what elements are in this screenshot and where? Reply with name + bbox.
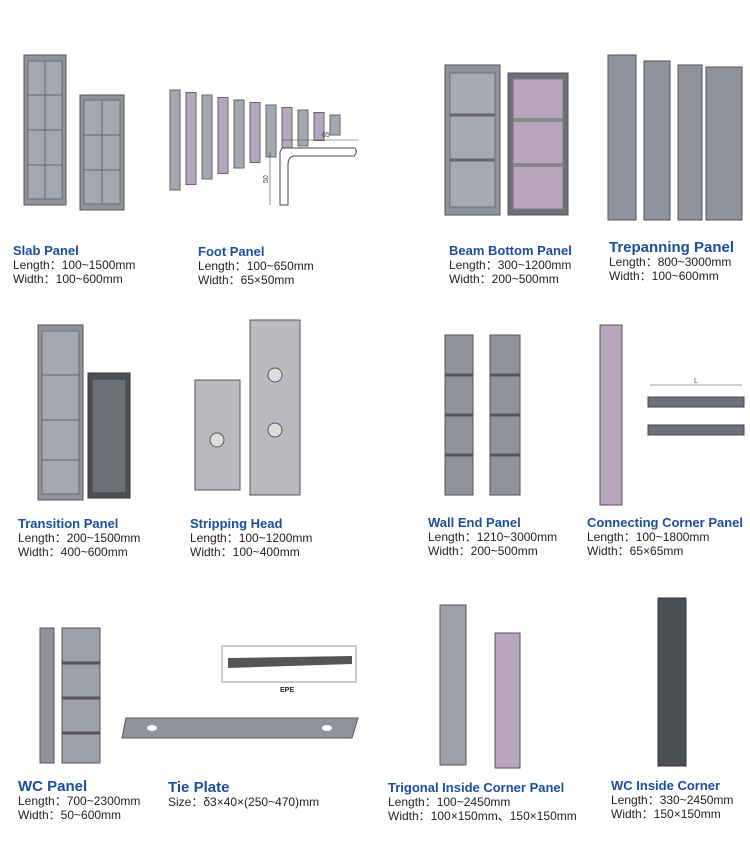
product-spec-line: Width：65×65mm: [587, 544, 684, 558]
foot-panel-image: 65 50: [169, 89, 358, 206]
foot-panel-piece: [217, 97, 229, 174]
foot-panel-piece: [329, 114, 341, 136]
product-spec-line: Width：100×150mm、150×150mm: [388, 809, 577, 823]
trepanning-panel-image: [607, 54, 743, 221]
trigonal-inside-corner-panel-image: [439, 604, 521, 769]
transition-panel-image: [37, 324, 131, 501]
foot-panel-piece: [201, 94, 213, 180]
product-spec-line: Length：800~3000mm: [609, 255, 732, 269]
product-spec-line: Length：700~2300mm: [18, 794, 141, 808]
product-title: Connecting Corner Panel: [587, 515, 744, 530]
product-spec-line: Length：100~2450mm: [388, 795, 511, 809]
wc-inside-corner-image: [657, 597, 687, 767]
product-spec-line: Length：1210~3000mm: [428, 530, 558, 544]
product-spec-line: Width：100~400mm: [190, 545, 300, 559]
product-spec-line: Width：100~600mm: [609, 269, 719, 283]
product-spec-line: Length：100~650mm: [198, 259, 314, 273]
product-title: Tie Plate: [168, 779, 230, 796]
product-spec-line: Width：200~500mm: [428, 544, 538, 558]
product-title: Stripping Head: [190, 516, 283, 531]
foot-panel-piece: [185, 92, 197, 185]
foot-panel-piece: [233, 99, 245, 169]
product-spec-line: Length：200~1500mm: [18, 531, 141, 545]
foot-panel-piece: [281, 107, 293, 152]
svg-text:50: 50: [263, 175, 270, 183]
foot-panel-piece: [249, 102, 261, 163]
product-spec-line: Width：100~600mm: [13, 272, 123, 286]
product-spec-line: Length：100~1500mm: [13, 258, 136, 272]
wall-end-panel-image: [444, 334, 521, 496]
connecting-corner-panel-image: L: [599, 324, 745, 506]
product-title: Trepanning Panel: [609, 239, 735, 256]
svg-text:L: L: [694, 378, 698, 385]
product-title: Wall End Panel: [428, 515, 521, 530]
product-title: Trigonal Inside Corner Panel: [388, 780, 565, 795]
stripping-head-image: [194, 319, 301, 496]
product-title: Beam Bottom Panel: [449, 243, 572, 258]
product-title: WC Inside Corner: [611, 778, 721, 793]
product-spec-line: Width：200~500mm: [449, 272, 559, 286]
product-title: Transition Panel: [18, 516, 119, 531]
svg-text:65: 65: [322, 132, 330, 139]
product-spec-line: Width：65×50mm: [198, 273, 295, 287]
product-title: Slab Panel: [13, 243, 79, 258]
product-title: Foot Panel: [198, 244, 265, 259]
foot-panel-piece: [297, 109, 309, 147]
tie-plate-image: EPE: [121, 645, 359, 739]
beam-bottom-panel-image: [444, 64, 569, 216]
product-title: WC Panel: [18, 778, 88, 795]
product-spec-line: Width：400~600mm: [18, 545, 128, 559]
foot-panel-piece: [313, 112, 325, 141]
product-spec-line: Length：100~1200mm: [190, 531, 313, 545]
wc-panel-image: [39, 627, 101, 764]
product-spec-line: Length：100~1800mm: [587, 530, 710, 544]
product-spec-line: Width：150×150mm: [611, 807, 721, 821]
svg-text:EPE: EPE: [280, 687, 294, 694]
product-spec-line: Size：δ3×40×(250~470)mm: [168, 795, 320, 809]
product-spec-line: Length：300~1200mm: [449, 258, 572, 272]
foot-panel-piece: [265, 104, 277, 158]
product-spec-line: Length：330~2450mm: [611, 793, 734, 807]
foot-panel-piece: [169, 89, 181, 191]
slab-panel-image: [23, 54, 125, 211]
product-spec-line: Width：50~600mm: [18, 808, 122, 822]
